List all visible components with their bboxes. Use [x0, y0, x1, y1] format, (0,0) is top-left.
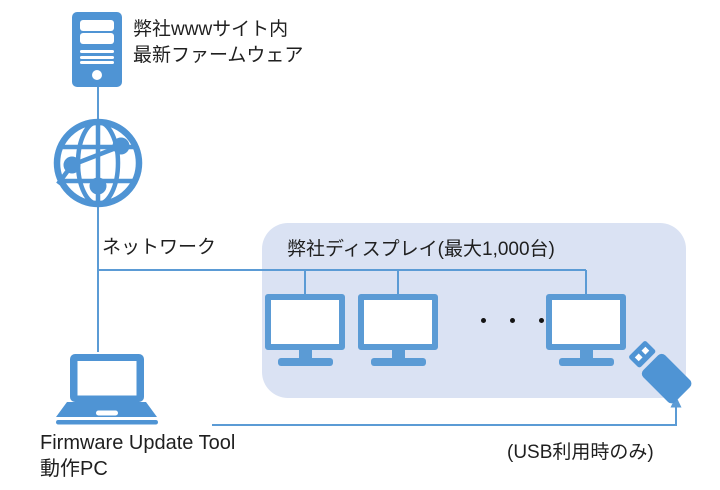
monitor-base — [370, 358, 426, 366]
ellipsis-dot — [510, 318, 515, 323]
pc-label: Firmware Update Tool 動作PC — [40, 432, 236, 480]
laptop-icon — [56, 354, 158, 425]
display-monitor-icon — [265, 294, 345, 366]
monitor-screen — [546, 294, 626, 350]
server-vent-line — [80, 50, 114, 53]
monitor-stand — [298, 349, 312, 359]
monitor-screen — [358, 294, 438, 350]
server-icon — [72, 12, 122, 87]
display-monitor-icon — [546, 294, 626, 366]
usb-connection-arrow — [212, 396, 682, 426]
monitor-base — [558, 358, 614, 366]
display-group-title: 弊社ディスプレイ(最大1,000台) — [287, 239, 555, 260]
monitor-stand — [391, 349, 405, 359]
server-power-led — [92, 70, 102, 80]
monitor-base — [277, 358, 333, 366]
usb-note-label: (USB利用時のみ) — [507, 442, 654, 463]
network-label: ネットワーク — [102, 237, 217, 258]
ellipsis-dot — [539, 318, 544, 323]
monitor-screen — [265, 294, 345, 350]
server-drive-bay — [80, 20, 114, 31]
ellipsis-dot — [481, 318, 486, 323]
server-drive-bay — [80, 33, 114, 44]
server-vent-line — [80, 55, 114, 59]
monitor-stand — [579, 349, 593, 359]
network-globe-icon — [53, 118, 143, 208]
usb-drive-icon — [629, 341, 692, 404]
server-label: 弊社wwwサイト内 最新ファームウェア — [133, 19, 304, 66]
server-vent-line — [80, 61, 114, 64]
display-monitor-icon — [358, 294, 438, 366]
